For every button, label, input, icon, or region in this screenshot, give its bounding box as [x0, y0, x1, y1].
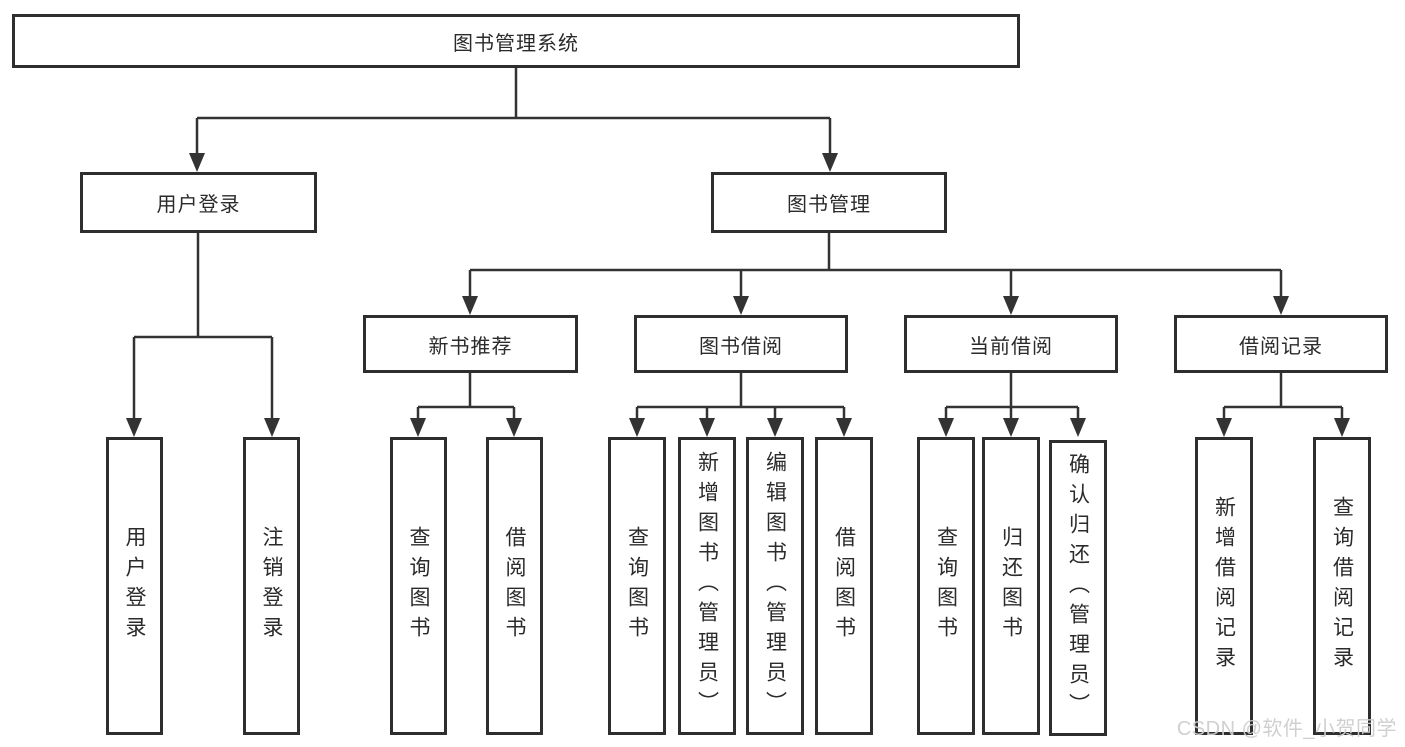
leaf-label: 查询图书	[625, 526, 649, 646]
connector-strokes	[132, 68, 1344, 421]
leaf-label: 查询借阅记录	[1330, 496, 1354, 676]
leaf-add-borrow-record: 新增借阅记录	[1195, 437, 1253, 735]
leaf-label: 新增借阅记录	[1212, 496, 1236, 676]
node-user-login: 用户登录	[80, 172, 317, 233]
node-current-borrow: 当前借阅	[904, 315, 1118, 373]
leaf-edit-book-admin: 编辑图书（管理员）	[746, 437, 804, 735]
leaf-borrow-books-recommend: 借阅图书	[486, 437, 543, 735]
node-label: 图书借阅	[699, 335, 783, 358]
node-label: 用户登录	[156, 194, 241, 216]
leaf-add-book-admin: 新增图书（管理员）	[678, 437, 736, 735]
node-root-library-system: 图书管理系统	[12, 14, 1020, 68]
leaf-label: 确认归还（管理员）	[1066, 453, 1090, 723]
node-label: 当前借阅	[969, 335, 1053, 358]
leaf-label: 归还图书	[999, 526, 1023, 646]
leaf-query-books-current: 查询图书	[917, 437, 975, 735]
node-borrow-records: 借阅记录	[1174, 315, 1388, 373]
leaf-confirm-return-admin: 确认归还（管理员）	[1049, 440, 1107, 736]
node-book-borrow: 图书借阅	[634, 315, 848, 373]
csdn-watermark: CSDN @软件_小贺同学	[1176, 718, 1397, 740]
node-label: 借阅记录	[1239, 335, 1323, 358]
leaf-query-books-recommend: 查询图书	[390, 437, 447, 735]
node-new-book-recommend: 新书推荐	[363, 315, 578, 373]
leaf-label: 借阅图书	[503, 526, 526, 646]
leaf-logout: 注销登录	[243, 437, 300, 735]
leaf-label: 新增图书（管理员）	[695, 451, 719, 721]
leaf-label: 借阅图书	[832, 526, 856, 646]
leaf-label: 用户登录	[123, 526, 146, 646]
node-label: 图书管理系统	[453, 32, 579, 55]
leaf-query-borrow-record: 查询借阅记录	[1313, 437, 1371, 735]
leaf-label: 注销登录	[260, 526, 283, 646]
leaf-return-book: 归还图书	[982, 437, 1040, 735]
node-book-management: 图书管理	[711, 172, 947, 233]
leaf-label: 编辑图书（管理员）	[763, 451, 787, 721]
leaf-label: 查询图书	[407, 526, 430, 646]
arrowheads	[126, 153, 1350, 437]
node-label: 新书推荐	[428, 335, 513, 358]
leaf-label: 查询图书	[934, 526, 958, 646]
leaf-user-login: 用户登录	[106, 437, 163, 735]
node-label: 图书管理	[787, 194, 871, 216]
leaf-query-books-borrow: 查询图书	[608, 437, 666, 735]
leaf-borrow-books-borrow: 借阅图书	[815, 437, 873, 735]
